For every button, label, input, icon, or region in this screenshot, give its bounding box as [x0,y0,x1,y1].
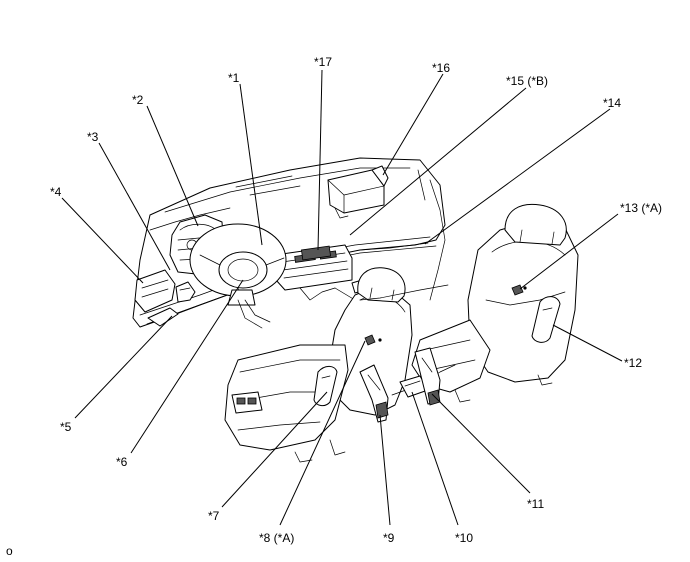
callout-4: *4 [50,185,62,199]
center-airbag-sensor [300,245,332,261]
callout-16: *16 [432,61,450,75]
callout-5: *5 [60,420,72,434]
callout-14: *14 [603,96,621,110]
front-passenger-airbag [327,165,389,219]
callout-15: *15 (*B) [506,74,548,88]
callout-7: *7 [208,509,220,523]
callout-13: *13 (*A) [620,201,662,215]
leader-12 [552,324,623,362]
center-floor-area [359,284,456,423]
leader-14 [424,108,611,245]
steering-wheel [189,223,287,306]
leader-13 [519,213,619,290]
leader-11 [431,393,531,494]
leader-17 [317,69,323,251]
left-dash-side [134,269,196,327]
callout-10: *10 [455,531,473,545]
callout-9: *9 [383,531,395,545]
callout-6: *6 [116,455,128,469]
leader-3 [98,142,171,271]
leader-4 [61,197,144,284]
leader-15 [349,87,527,236]
leader-1 [239,83,263,246]
callout-11: *11 [527,497,544,511]
corner-mark: o [6,544,13,558]
driver-seat [224,267,413,463]
leader-9 [379,414,391,526]
leader-16 [382,73,444,176]
callout-1: *1 [228,71,240,85]
leader-6 [130,279,244,454]
leader-7 [221,391,328,508]
leader-8 [279,340,366,526]
steering-column [237,299,271,329]
callout-2: *2 [132,93,144,107]
callout-8: *8 (*A) [259,531,294,545]
callout-3: *3 [87,130,99,144]
callout-12: *12 [624,356,642,370]
leader-5 [74,315,173,419]
leader-lines [61,69,623,526]
leader-10 [411,391,459,526]
callout-labels: *1 *2 *3 *4 *5 *6 *7 *8 (*A) *9 *10 *11 … [6,55,662,558]
leader-2 [146,105,199,227]
callout-17: *17 [314,55,332,69]
